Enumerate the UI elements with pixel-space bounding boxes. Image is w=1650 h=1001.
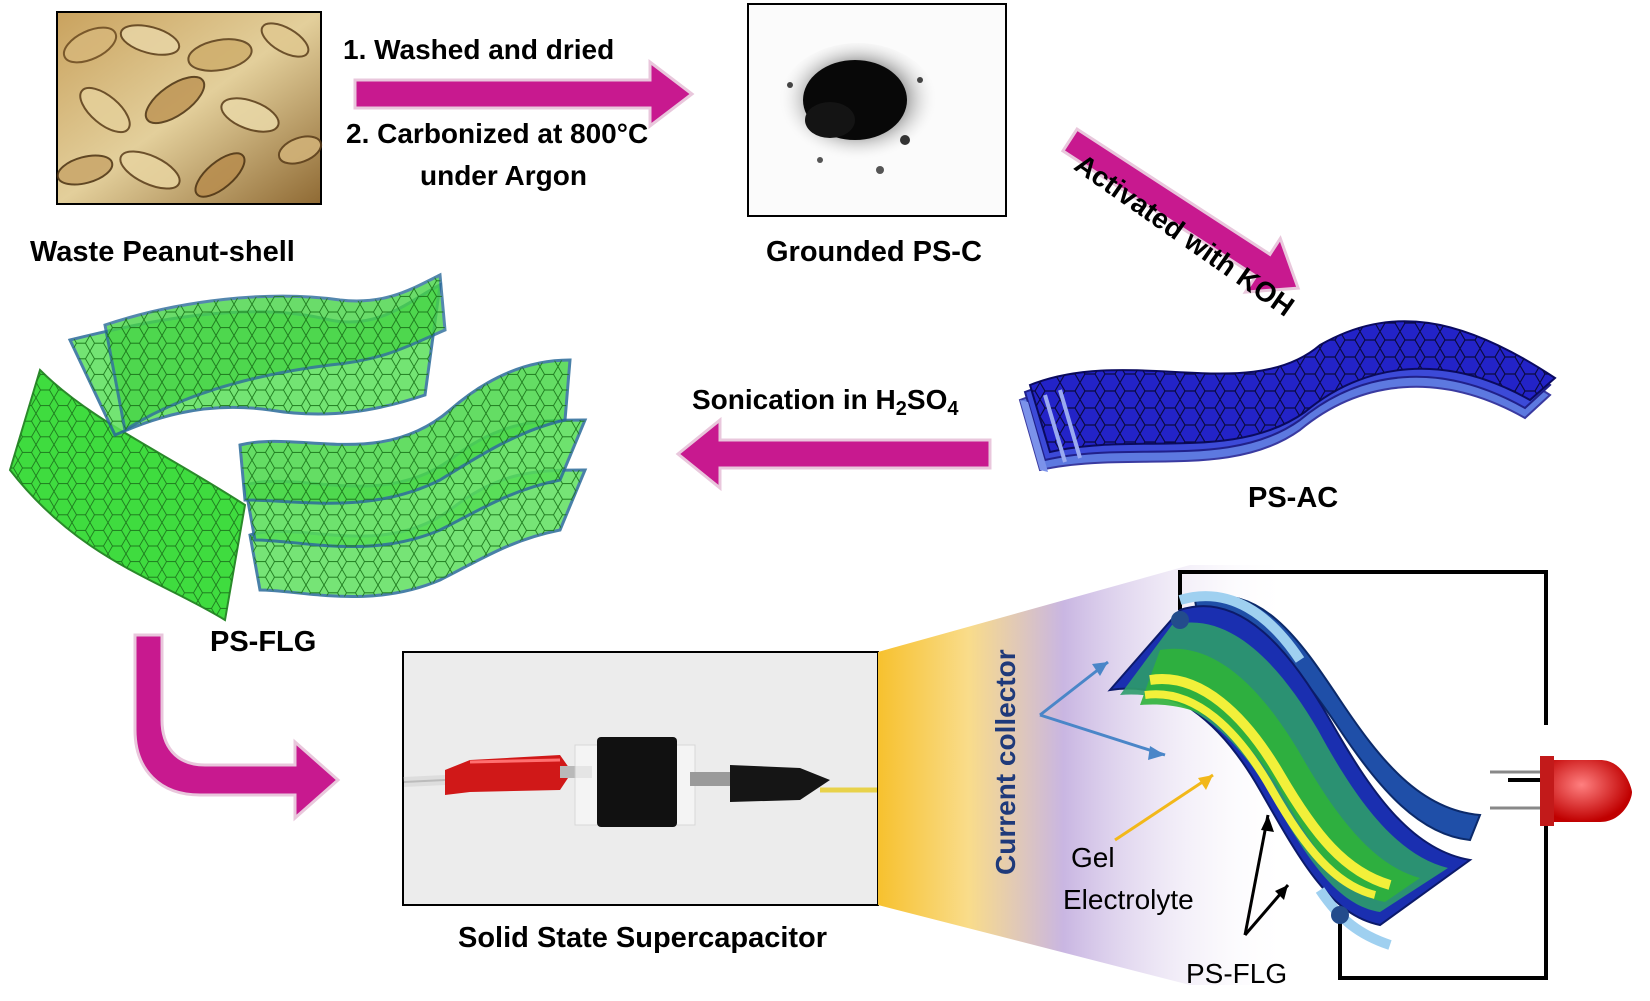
circuit-wire <box>1178 570 1548 980</box>
sub-4: 4 <box>947 398 959 420</box>
peanut-shell-photo <box>56 11 323 205</box>
sonication-text: Sonication in H <box>692 384 896 415</box>
sub-2: 2 <box>895 398 907 420</box>
label-electrolyte: Electrolyte <box>1063 884 1194 915</box>
label-ps-flg-bottom: PS-FLG <box>1186 958 1288 989</box>
label-ps-ac: PS-AC <box>1248 482 1339 514</box>
arrow-wash-carbonize <box>353 58 695 130</box>
ps-flg-sheets <box>8 272 588 622</box>
arrow-activation <box>1060 127 1301 294</box>
annotation-pointers <box>1039 660 1290 936</box>
label-solid-state-supercapacitor: Solid State Supercapacitor <box>458 922 828 954</box>
label-current-collector: Current collector <box>990 649 1021 875</box>
ps-ac-sheets <box>1018 320 1557 472</box>
arrow-sonication <box>675 416 992 492</box>
label-step-washed: 1. Washed and dried <box>343 34 615 65</box>
label-gel: Gel <box>1071 842 1115 873</box>
arrow-to-device <box>133 633 341 822</box>
carbon-powder-photo <box>747 3 1007 217</box>
label-grounded-psc: Grounded PS-C <box>766 236 982 268</box>
label-waste-peanut-shell: Waste Peanut-shell <box>30 236 295 268</box>
label-sonication: Sonication in H2SO4 <box>692 384 959 421</box>
so-text: SO <box>906 384 948 415</box>
label-step-carbonized: 2. Carbonized at 800°C <box>346 118 649 149</box>
supercapacitor-photo <box>402 651 879 906</box>
label-ps-flg-top: PS-FLG <box>210 626 317 658</box>
flexible-device <box>1107 591 1482 950</box>
led-icon <box>1490 756 1632 826</box>
label-step-argon: under Argon <box>420 160 587 191</box>
